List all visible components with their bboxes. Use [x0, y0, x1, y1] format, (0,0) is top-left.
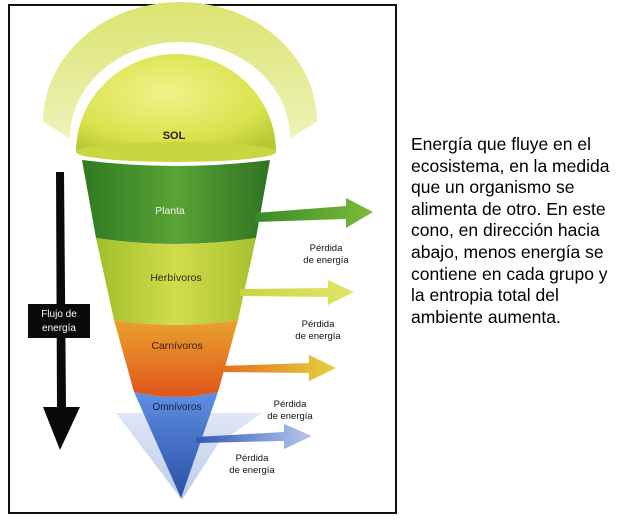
sun-base: [76, 142, 276, 162]
loss-arrow-1: [255, 198, 373, 228]
flow-label-line1: Flujo de: [41, 309, 77, 320]
cone-band-carnivoros: [114, 320, 238, 397]
cone-band-omnivoros: [134, 392, 218, 498]
loss-label-2-line1: Pérdida: [302, 319, 335, 330]
loss-label-2-line2: de energía: [295, 331, 341, 342]
loss-label-1-line1: Pérdida: [310, 243, 343, 254]
loss-label-3-line1: Pérdida: [274, 399, 307, 410]
cone-band-planta: [82, 160, 270, 244]
level-label-carnivoros: Carnívoros: [151, 340, 202, 352]
level-label-herbivoros: Herbívoros: [150, 272, 201, 284]
cone-band-herbivoros: [96, 238, 256, 325]
flow-label-box: [28, 304, 90, 338]
sun-halo: [43, 2, 317, 138]
loss-label-1-line2: de energía: [303, 255, 349, 266]
sun: [76, 54, 276, 152]
sun-label: SOL: [163, 130, 186, 142]
level-label-planta: Planta: [155, 205, 185, 217]
loss-label-4-line2: de energía: [229, 465, 275, 476]
loss-arrow-3: [221, 355, 336, 381]
loss-arrow-2: [240, 280, 354, 305]
flow-label-line2: energía: [42, 323, 76, 334]
loss-label-3-line2: de energía: [267, 411, 313, 422]
loss-arrow-4: [196, 424, 312, 449]
caption-text: Energía que fluye en el ecosistema, en l…: [411, 134, 610, 327]
loss-label-4-line1: Pérdida: [236, 453, 269, 464]
level-label-omnivoros: Omnívoros: [153, 402, 202, 413]
